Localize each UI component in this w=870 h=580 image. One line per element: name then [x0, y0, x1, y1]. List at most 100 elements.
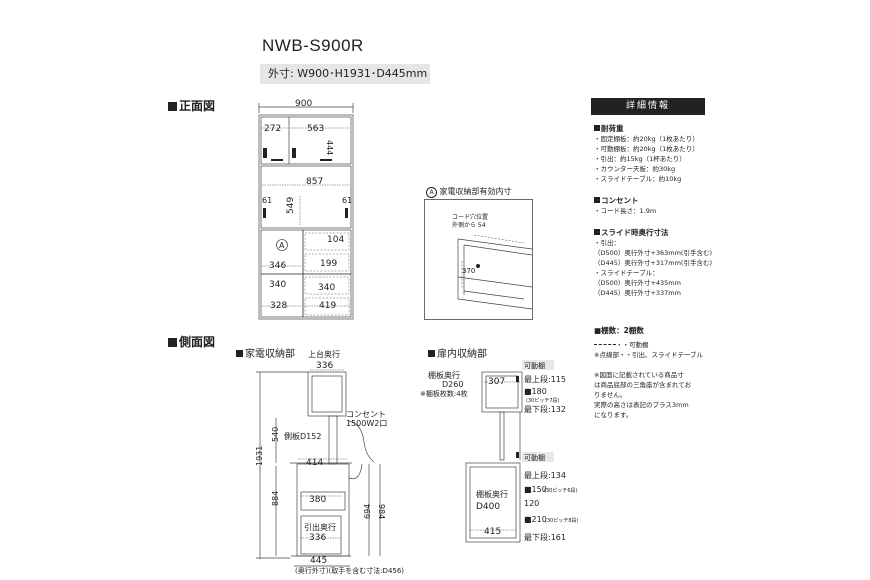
depth-footnote: (奥行外寸)(取手を含む寸法:D456): [295, 566, 404, 575]
slide-item: （D445）奥行外寸+337mm: [594, 289, 681, 297]
shelf-depth-label: 棚板奥行: [428, 370, 460, 380]
pitch-note-middle: (30ピッチ6段): [544, 487, 577, 494]
bottom-stage-upper: 最下段:132: [524, 404, 566, 414]
dim-104: 104: [327, 235, 344, 245]
side-view-appliance-drawing: 上台奥行 336 コンセント 1500W2口 側板D152 1931 540 4…: [255, 349, 404, 575]
dim-336-drawer: 336: [309, 533, 326, 543]
door-storage-title: 扉内収納部: [437, 349, 487, 360]
dim-328: 328: [270, 301, 287, 311]
load-item: ・可動棚板：約20kg（1枚あたり）: [594, 145, 699, 153]
marker-a: A: [279, 241, 285, 250]
dim-340-left: 340: [269, 280, 286, 290]
load-item: ・スライドテーブル：約10kg: [594, 175, 682, 183]
marker-a-small: A: [426, 187, 437, 198]
dim-120: 120: [524, 499, 539, 508]
outlet-item: ・コード長さ：1.9m: [594, 207, 657, 215]
dim-540: 540: [271, 427, 280, 442]
dim-61-left: 61: [262, 196, 272, 205]
dim-380: 380: [309, 495, 326, 505]
top-stage-upper: 最上段:115: [524, 374, 566, 384]
model-name: NWB-S900R: [262, 36, 364, 55]
dim-272: 272: [264, 124, 281, 134]
dim-370: 370: [462, 267, 475, 275]
dim-414: 414: [306, 458, 323, 468]
appliance-storage-title: 家電収納部: [245, 349, 295, 360]
note-line: は商品底部の三角座が含まれてお: [594, 381, 692, 389]
dim-419: 419: [319, 301, 336, 311]
appliance-interior-drawing: コード穴位置 外側から 54 370: [424, 199, 533, 320]
note-line: りません。: [594, 391, 627, 399]
side-view-door-drawing: 可動棚 棚板奥行 D260 ※棚板枚数:4枚 307 最上段:115 ■180 …: [420, 360, 578, 543]
top-stage-lower: 最上段:134: [524, 470, 566, 480]
legend-title: ■棚数：2棚数: [594, 326, 644, 335]
load-item: ・引出：約15kg（1杯あたり）: [594, 155, 686, 163]
dim-445: 445: [310, 556, 327, 566]
pitch-210: ■210: [524, 515, 547, 524]
cord-hole-offset: 外側から 54: [452, 221, 486, 229]
load-item: ・カウンター天板：約30kg: [594, 165, 676, 173]
bottom-stage-lower: 最下段:161: [524, 532, 566, 542]
shelf-count: ※棚板枚数:4枚: [420, 389, 468, 398]
note-line: になります。: [594, 411, 633, 419]
dim-340-right: 340: [318, 283, 335, 293]
slide-item: （D500）奥行外寸+435mm: [594, 279, 681, 287]
pitch-150: ■150: [524, 485, 547, 494]
legend-movable: ・・可動棚: [616, 341, 649, 349]
appliance-storage-heading: 家電収納部: [236, 345, 295, 360]
dim-336-top: 336: [316, 361, 333, 371]
drawer-depth-label: 引出奥行: [304, 522, 336, 532]
dim-900: 900: [295, 99, 312, 109]
notes-section: ※図面に記載されている商品寸 は商品底部の三角座が含まれてお りません。 実際の…: [594, 370, 691, 420]
outlet-capacity: 1500W2口: [346, 419, 387, 428]
door-storage-heading: 扉内収納部: [428, 345, 487, 360]
top-depth-label: 上台奥行: [308, 349, 340, 359]
front-view-heading: 正面図: [168, 97, 215, 114]
slide-section: スライド時奥行寸法 ・引出： （D500）奥行外寸+363mm(引手含む) （D…: [594, 228, 712, 298]
pitch-180: ■180: [524, 387, 547, 396]
pitch-note-lower: (30ピッチ8段): [545, 517, 578, 524]
dim-563: 563: [307, 124, 324, 134]
dim-444: 444: [325, 140, 334, 155]
note-line: ※図面に記載されている商品寸: [594, 371, 684, 379]
outer-dimensions: 外寸: W900･H1931･D445mm: [260, 64, 430, 84]
load-item: ・固定棚板：約20kg（1枚あたり）: [594, 135, 699, 143]
slide-item: ・スライドテーブル：: [594, 269, 659, 277]
side-view-title: 側面図: [179, 335, 216, 349]
slide-item: （D500）奥行外寸+363mm(引手含む): [594, 249, 712, 257]
legend-dotted: ※点線部・・引出、スライドテーブル: [594, 351, 704, 359]
outlet-section: コンセント ・コード長さ：1.9m: [594, 196, 656, 216]
slide-item: ・引出：: [594, 239, 620, 247]
dim-199: 199: [320, 259, 337, 269]
dim-307: 307: [488, 377, 505, 387]
side-view-heading: 側面図: [168, 333, 215, 350]
load-title: 耐荷重: [601, 124, 624, 133]
dim-694: 694: [363, 504, 372, 519]
side-panel-label: 側板D152: [284, 431, 321, 441]
shelf-depth-label-lower: 棚板奥行: [476, 489, 508, 499]
appliance-view-heading: A 家電収納部有効内寸: [426, 186, 512, 198]
dim-984: 984: [377, 504, 386, 519]
movable-shelf-label-bottom: 可動棚: [524, 453, 545, 462]
outlet-title: コンセント: [601, 196, 639, 205]
front-view-title: 正面図: [179, 99, 216, 113]
outlet-label: コンセント: [346, 410, 386, 419]
slide-item: （D445）奥行外寸+317mm(引手含む): [594, 259, 712, 267]
pitch-note-upper: (30ピッチ7段): [526, 397, 559, 404]
dim-415: 415: [484, 527, 501, 537]
dim-346: 346: [269, 261, 286, 271]
front-view-drawing: 900 272 563 444 857 549 61 61 A 104 346 …: [258, 99, 354, 320]
shelf-depth-value: D260: [442, 380, 463, 389]
marker-a-circle: [276, 239, 288, 251]
details-header: 詳細情報: [591, 98, 705, 115]
movable-shelf-label-top: 可動棚: [524, 361, 545, 370]
load-section: 耐荷重 ・固定棚板：約20kg（1枚あたり） ・可動棚板：約20kg（1枚あたり…: [594, 124, 699, 184]
dim-549: 549: [286, 197, 296, 214]
dim-1931: 1931: [255, 446, 264, 466]
note-line: 実際の高さは表記のプラス3mm: [594, 401, 689, 409]
dim-857: 857: [306, 177, 323, 187]
dim-61-right: 61: [342, 196, 352, 205]
legend-section: ■棚数：2棚数 ・・可動棚 ※点線部・・引出、スライドテーブル: [594, 326, 703, 360]
legend-line: [594, 344, 616, 345]
slide-title: スライド時奥行寸法: [601, 228, 669, 237]
appliance-view-title: 家電収納部有効内寸: [439, 187, 512, 196]
